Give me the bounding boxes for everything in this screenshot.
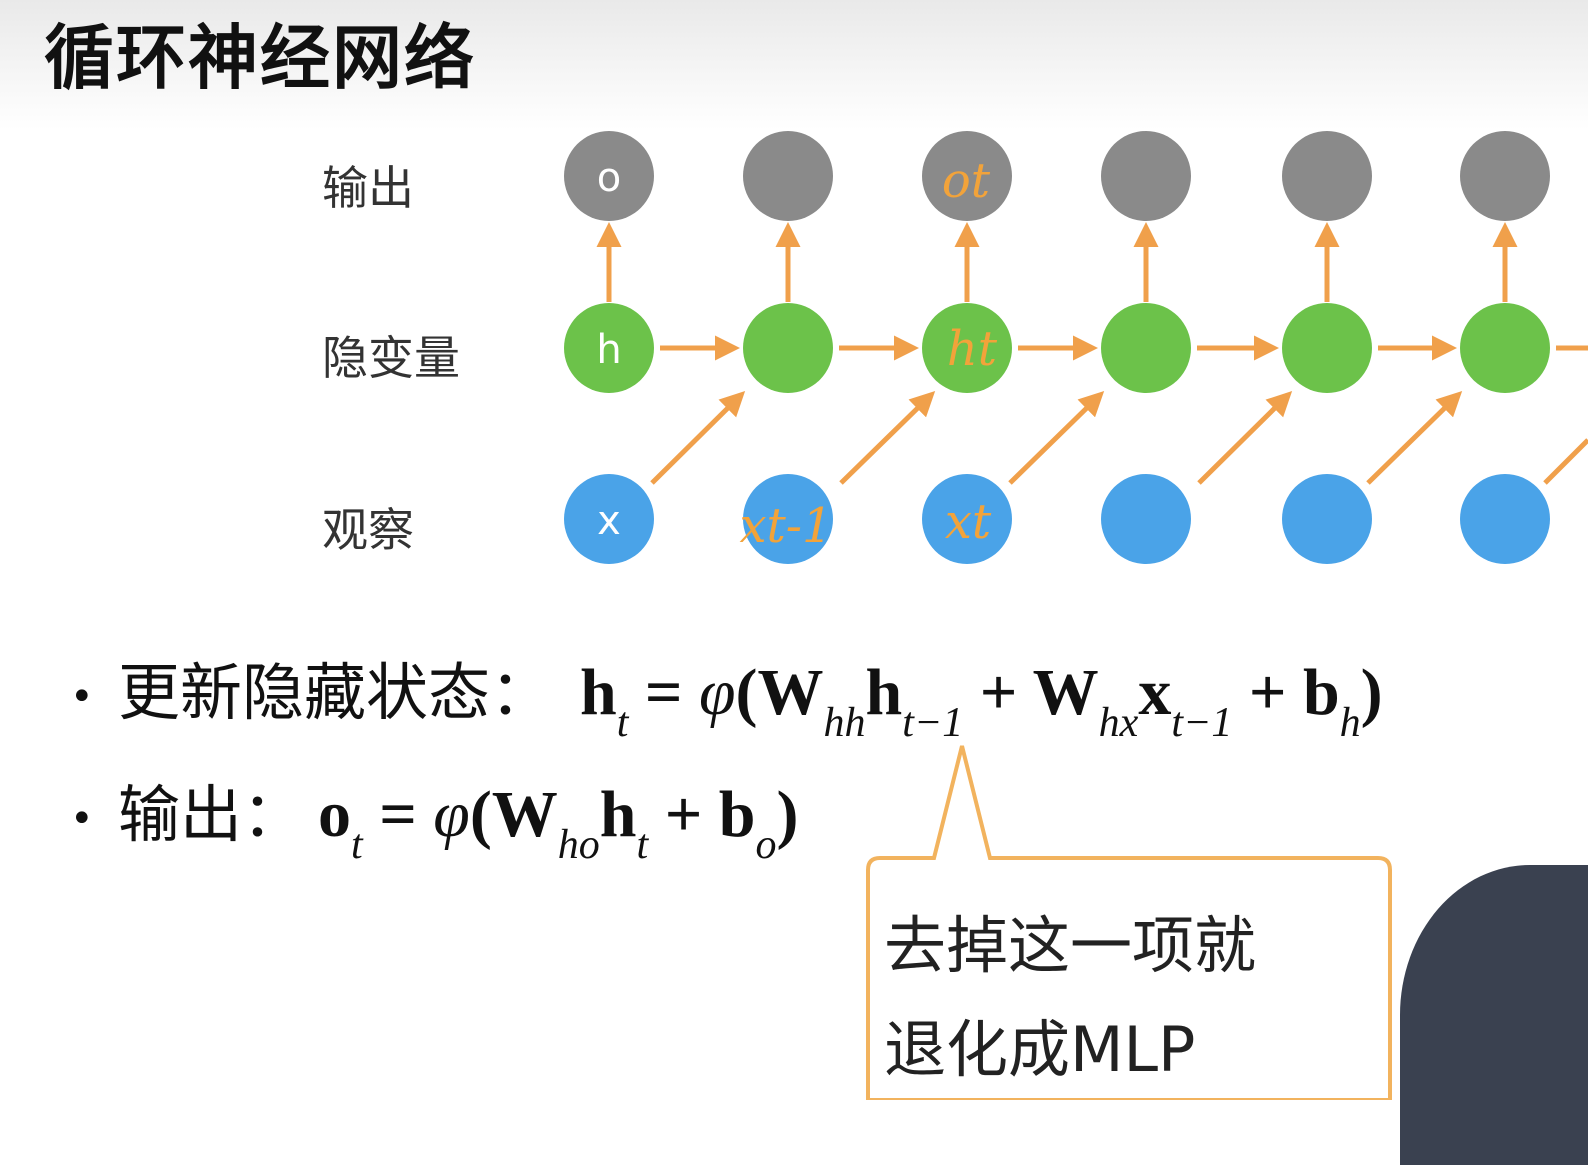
eq-w-hx-sub: hx [1098, 700, 1139, 746]
row-label-hidden: 隐变量 [322, 331, 460, 385]
eq-open-paren: ( [735, 656, 758, 729]
eq-h: h [599, 778, 637, 851]
output-node-3 [922, 131, 1012, 221]
callout-text: 去掉这一项就 退化成MLP [884, 894, 1364, 1102]
bullet-output-label: 输出： [118, 778, 305, 851]
input-node-5 [1282, 474, 1372, 564]
input-node-6 [1460, 474, 1550, 564]
output-equation: ot = φ(Whoht + bo) [318, 778, 799, 868]
arrow-x-to-h-1 [650, 390, 746, 485]
row-label-observation: 观察 [322, 503, 414, 557]
arrow-x-to-h-4 [1197, 390, 1293, 485]
eq-h-sub: t [616, 700, 629, 746]
eq-h-prev-sub: t−1 [902, 700, 964, 746]
eq-w-ho-sub: ho [557, 822, 600, 868]
eq-equals: = [362, 778, 434, 851]
eq-w-ho: W [491, 778, 558, 851]
output-node-1 [564, 131, 654, 221]
eq-phi: φ [433, 778, 470, 851]
input-node-2 [743, 474, 833, 564]
eq-h: h [580, 656, 617, 729]
hidden-node-6 [1460, 303, 1550, 393]
hidden-node-1 [564, 303, 654, 393]
eq-plus-2: + [1232, 656, 1303, 729]
bullet-dot: • [70, 795, 94, 842]
annotation-xt-1: xt-1 [739, 498, 832, 554]
arrow-x-to-h-3 [1008, 391, 1105, 485]
title-band [0, 0, 1588, 130]
eq-h-prev: h [865, 656, 903, 729]
bullet-hidden-update: •更新隐藏状态：ht = φ(Whhht−1 + Whxxt−1 + bh) [70, 642, 1383, 746]
row-label-output: 输出 [322, 161, 414, 215]
rnn-diagram: o h x ot ht xt-1 xt [564, 131, 1588, 1100]
arrow-x-to-h-6 [1543, 438, 1588, 485]
eq-open-paren: ( [469, 778, 492, 851]
eq-b-h-sub: h [1339, 700, 1361, 746]
eq-equals: = [628, 656, 700, 729]
annotation-ot: ot [942, 153, 991, 209]
hidden-node-2 [743, 303, 833, 393]
callout-line-1: 去掉这一项就 [884, 909, 1257, 982]
eq-w-hh-sub: hh [823, 700, 866, 746]
callout-line-2: 退化成MLP [884, 1013, 1196, 1086]
eq-b-o: b [718, 778, 756, 851]
eq-b-h: b [1302, 656, 1340, 729]
eq-close-paren: ) [776, 778, 799, 851]
eq-w-hh: W [757, 656, 824, 729]
eq-plus: + [648, 778, 719, 851]
output-node-4 [1101, 131, 1191, 221]
slide-title: 循环神经网络 [44, 17, 476, 99]
eq-o-sub: t [351, 822, 363, 868]
hidden-node-4 [1101, 303, 1191, 393]
eq-h-sub: t [636, 822, 649, 868]
arrow-x-to-h-2 [839, 391, 936, 485]
eq-w-hx: W [1032, 656, 1099, 729]
eq-x-sub: t−1 [1171, 700, 1233, 746]
input-node-1 [564, 474, 654, 564]
bullet-output: •输出：ot = φ(Whoht + bo) [70, 764, 799, 868]
eq-b-o-sub: o [755, 822, 777, 868]
annotation-ht: ht [947, 321, 998, 377]
input-node-letter: x [597, 498, 621, 544]
hidden-node-5 [1282, 303, 1372, 393]
output-node-5 [1282, 131, 1372, 221]
input-node-3 [922, 474, 1012, 564]
hidden-node-letter: h [596, 327, 621, 373]
hidden-update-equation: ht = φ(Whhht−1 + Whxxt−1 + bh) [580, 656, 1383, 746]
output-node-6 [1460, 131, 1550, 221]
bullet-hidden-label: 更新隐藏状态： [118, 656, 553, 729]
output-node-letter: o [597, 155, 621, 201]
eq-plus-1: + [963, 656, 1033, 729]
bullet-dot: • [70, 673, 94, 720]
annotation-xt: xt [945, 494, 992, 550]
eq-close-paren: ) [1360, 656, 1383, 729]
arrow-x-to-h-5 [1366, 391, 1463, 485]
hidden-node-3 [922, 303, 1012, 393]
input-node-4 [1101, 474, 1191, 564]
output-node-2 [743, 131, 833, 221]
eq-phi: φ [699, 656, 736, 729]
callout-box [866, 745, 1392, 1100]
eq-o: o [318, 778, 352, 851]
eq-x: x [1138, 656, 1172, 729]
